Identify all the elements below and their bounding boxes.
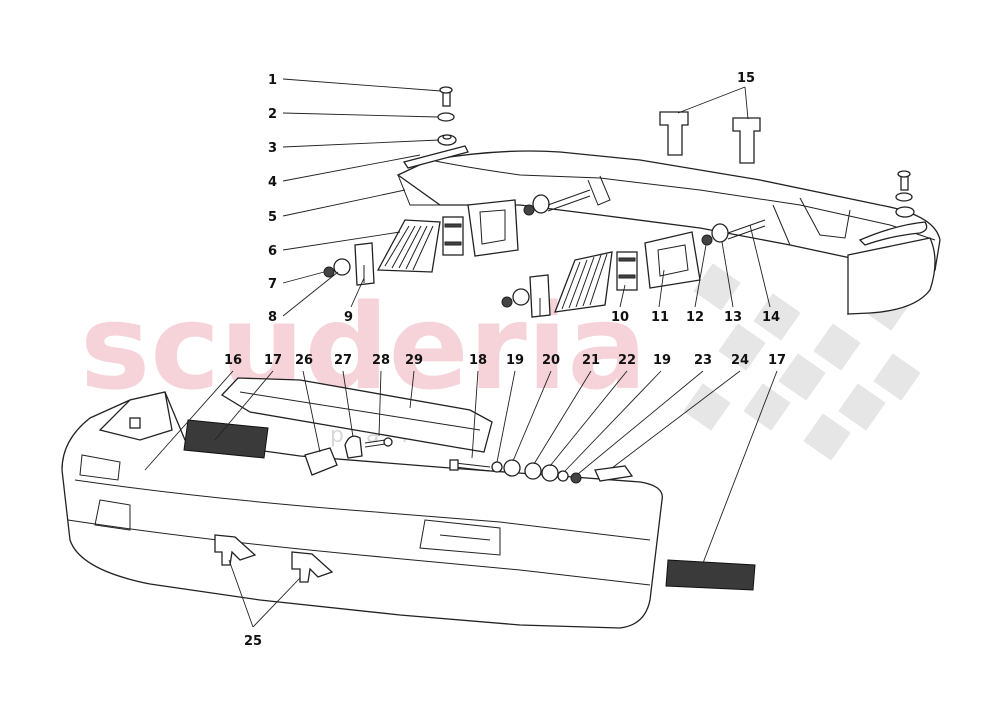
callout-14: 14 [762,310,780,325]
callout-15: 15 [737,71,755,86]
callout-19-b: 19 [653,353,671,368]
callout-7: 7 [268,277,277,292]
callout-28: 28 [372,353,390,368]
front-bumper [61,391,756,629]
callout-17-left: 17 [264,353,282,368]
callout-19-a: 19 [506,353,524,368]
callout-3: 3 [268,141,277,156]
callout-24: 24 [731,353,749,368]
callout-11: 11 [651,310,669,325]
callout-13: 13 [724,310,742,325]
callout-17-right: 17 [768,353,786,368]
trim-and-small-parts [220,377,634,484]
callout-2: 2 [268,107,277,122]
callout-27: 27 [334,353,352,368]
callout-20: 20 [542,353,560,368]
callout-21: 21 [582,353,600,368]
callout-labels: 1 2 3 4 5 6 7 8 9 10 11 12 13 14 15 16 1… [224,71,786,649]
callout-25: 25 [244,634,262,649]
callout-9: 9 [344,310,353,325]
callout-22: 22 [618,353,636,368]
callout-6: 6 [268,244,277,259]
callout-29: 29 [405,353,423,368]
rear-bumper [396,145,941,315]
callout-12: 12 [686,310,704,325]
callout-16: 16 [224,353,242,368]
callout-1: 1 [268,73,277,88]
mount-assemblies [323,189,766,318]
callout-18: 18 [469,353,487,368]
callout-23: 23 [694,353,712,368]
callout-26: 26 [295,353,313,368]
callout-5: 5 [268,210,277,225]
leader-lines [144,78,778,628]
callout-8: 8 [268,310,277,325]
callout-10: 10 [611,310,629,325]
callout-4: 4 [268,175,277,190]
top-hardware [437,86,915,218]
